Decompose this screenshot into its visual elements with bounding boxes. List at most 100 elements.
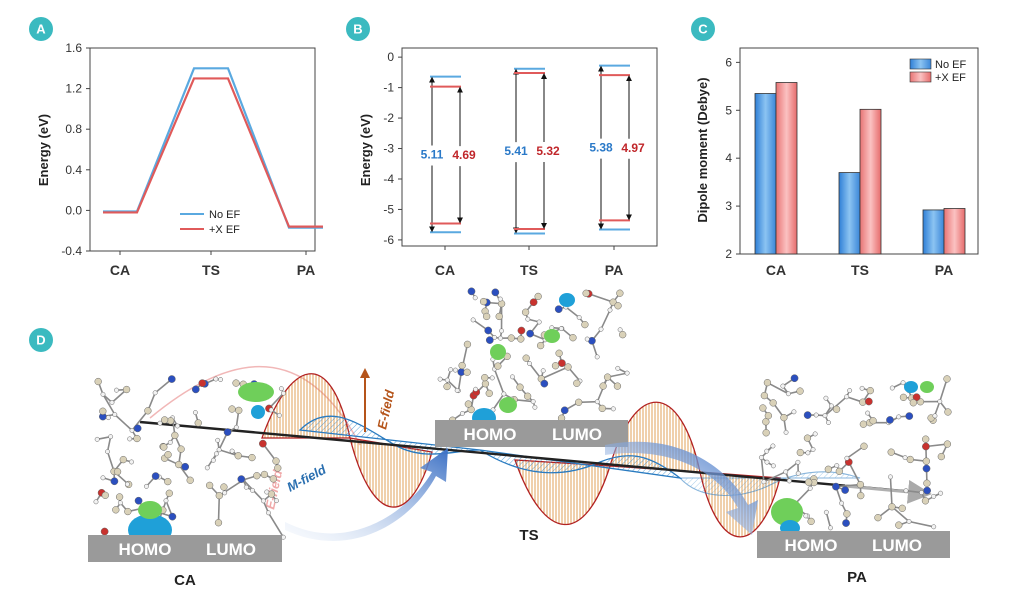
atom [945,409,952,416]
atom [599,327,603,331]
atom [168,440,172,444]
atom [895,522,902,529]
atom [444,383,451,390]
atom [823,413,827,417]
legend-label-no-ef: No EF [209,209,240,221]
atom [784,470,788,474]
atom [595,399,599,403]
atom [919,490,923,494]
atom [108,435,112,439]
atom [273,458,280,465]
y-tick-label: 4 [725,151,732,165]
atom [558,360,565,367]
atom [160,444,167,451]
bond [494,369,503,394]
atom [888,449,895,456]
y-axis-ticks: 0-1-2-3-4-5-6 [383,50,402,247]
atom [464,341,471,348]
atom [765,460,769,464]
e-field-indicator: E-field [360,368,397,432]
atom [860,421,867,428]
atom [811,447,815,451]
atom [164,498,168,502]
atom [158,421,162,425]
atom [492,289,499,296]
atom [771,444,775,448]
atom [875,514,882,521]
panel-a-badge: A [29,17,53,41]
atom [193,410,197,414]
atom [144,407,151,414]
lumo-label: LUMO [206,540,256,559]
atom [825,466,832,473]
atom [270,475,277,482]
atom [510,375,514,379]
atom [901,380,905,384]
atom [826,420,830,424]
atom [175,461,182,468]
y-tick-label: 2 [725,247,732,261]
y-axis-ticks: -0.40.00.40.81.21.6 [61,41,90,258]
panel-d: D E-field E-field M-field [29,288,951,589]
atom [244,485,248,489]
badge-label: A [36,22,46,37]
atom [765,412,772,419]
atom [523,355,530,362]
bond [218,496,219,523]
atom [608,308,612,312]
dipole-bars [755,82,965,254]
atom [222,491,226,495]
atom [932,525,936,529]
atom [845,456,849,460]
state-label-ts: TS [519,527,538,544]
y-tick-label: 0 [387,50,394,64]
atom [169,513,176,520]
atom [600,383,607,390]
atom [261,471,268,478]
atom [102,492,109,499]
atom [792,410,796,414]
atom [120,456,127,463]
atom [797,388,804,395]
atom [842,486,849,493]
atom [238,476,245,483]
atom [253,472,260,479]
atom [813,432,817,436]
legend: No EF +X EF [180,209,240,236]
atom [266,511,270,515]
atom [118,501,122,505]
atom [904,488,908,492]
atom [824,510,828,514]
atom [907,456,914,463]
atom [847,388,851,392]
atom [808,518,815,525]
atom [229,406,236,413]
atom [541,369,545,373]
atom [575,399,582,406]
atom [101,528,108,535]
atom [101,476,105,480]
atom [195,420,202,427]
atom [938,491,942,495]
atom [182,463,189,470]
atom [844,510,851,517]
atom [619,331,626,338]
e-field-arrowhead-icon [360,368,370,378]
atom [797,449,804,456]
atom [106,415,110,419]
m-field-label: M-field [284,461,329,494]
atom [164,478,171,485]
atom [865,411,869,415]
homo-lobe-icon [138,501,162,519]
y-tick-label: 0.8 [65,122,82,136]
atom [265,490,269,494]
atom [486,337,493,344]
y-tick-label: 1.2 [65,82,82,96]
atom [215,519,222,526]
atom [565,364,572,371]
atom [585,337,589,341]
y-tick-label: 0.0 [65,203,82,217]
atom [134,425,141,432]
atom [924,480,931,487]
